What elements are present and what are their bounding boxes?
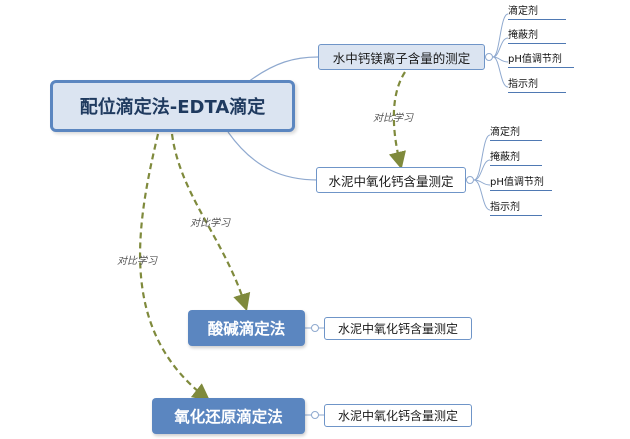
subtopic-water-ca-mg[interactable]: 水中钙镁离子含量的测定 bbox=[318, 44, 485, 70]
relation-label-root-to-acid: 对比学习 bbox=[190, 218, 230, 229]
connector-root-mid bbox=[227, 131, 319, 181]
redox-child-label: 水泥中氧化钙含量测定 bbox=[337, 409, 458, 423]
leaf-mid-titrant[interactable]: 滴定剂 bbox=[490, 123, 542, 141]
redox-child[interactable]: 水泥中氧化钙含量测定 bbox=[324, 404, 472, 427]
root-topic[interactable]: 配位滴定法-EDTA滴定 bbox=[50, 80, 295, 132]
topic-redox-label: 氧化还原滴定法 bbox=[174, 408, 283, 426]
subtopic-water-ca-mg-label: 水中钙镁离子含量的测定 bbox=[332, 50, 471, 66]
relation-arrow-root-to-redox bbox=[139, 133, 211, 402]
leaf-mid-ph[interactable]: pH值调节剂 bbox=[490, 173, 552, 191]
relation-arrow-root-to-acid bbox=[170, 133, 251, 312]
leaf-top-titrant[interactable]: 滴定剂 bbox=[508, 2, 566, 20]
leaf-top-ph[interactable]: pH值调节剂 bbox=[508, 50, 574, 68]
collapse-dot-top bbox=[485, 53, 493, 61]
acid-base-child[interactable]: 水泥中氧化钙含量测定 bbox=[324, 317, 472, 340]
connector-root-top bbox=[247, 56, 319, 83]
subtopic-cement-cao-label: 水泥中氧化钙含量测定 bbox=[328, 173, 454, 189]
root-topic-label: 配位滴定法-EDTA滴定 bbox=[79, 97, 266, 118]
leaf-top-masking[interactable]: 掩蔽剂 bbox=[508, 26, 566, 44]
leaf-mid-masking[interactable]: 掩蔽剂 bbox=[490, 148, 542, 166]
leaf-top-indicator[interactable]: 指示剂 bbox=[508, 75, 566, 93]
topic-acid-base[interactable]: 酸碱滴定法 bbox=[188, 310, 305, 346]
topic-redox[interactable]: 氧化还原滴定法 bbox=[152, 398, 305, 434]
subtopic-cement-cao[interactable]: 水泥中氧化钙含量测定 bbox=[316, 167, 466, 193]
relation-label-root-to-redox: 对比学习 bbox=[117, 256, 157, 267]
relation-arrow-top-to-mid bbox=[388, 71, 406, 170]
topic-acid-base-label: 酸碱滴定法 bbox=[207, 320, 286, 338]
collapse-dot-mid bbox=[466, 176, 474, 184]
relation-label-top-to-mid: 对比学习 bbox=[373, 113, 413, 124]
acid-base-child-label: 水泥中氧化钙含量测定 bbox=[337, 322, 458, 336]
leaf-mid-indicator[interactable]: 指示剂 bbox=[490, 198, 542, 216]
